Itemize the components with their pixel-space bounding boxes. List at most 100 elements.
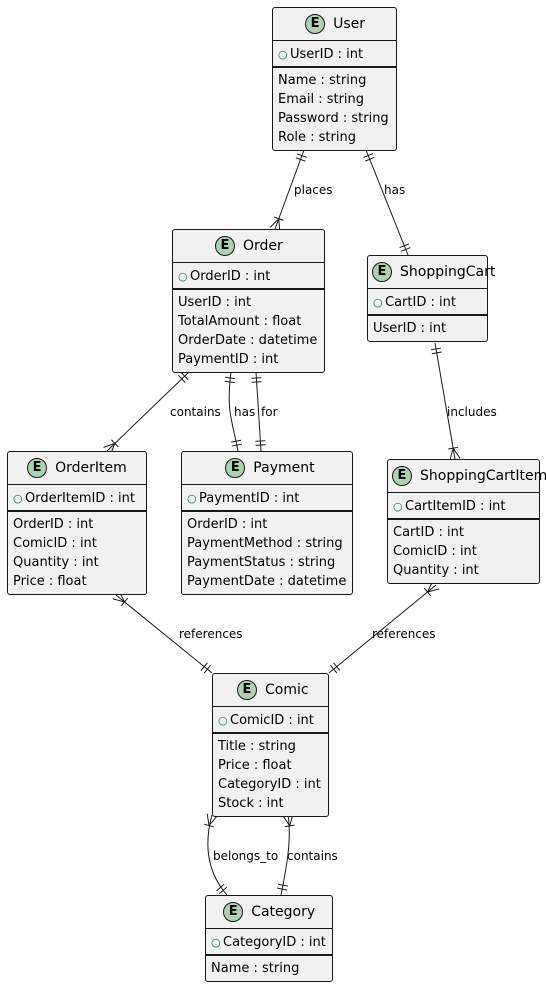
relationship-label: has [234, 405, 256, 419]
attribute-field: ComicID : int [13, 536, 97, 551]
one-cardinality-mark [284, 824, 295, 828]
one-cardinality-mark [333, 662, 341, 671]
key-marker-icon: ○ [218, 714, 228, 727]
relationship-label: references [179, 627, 243, 641]
attribute-field: Name : string [278, 73, 367, 88]
one-cardinality-mark [423, 587, 432, 597]
entity-divider [388, 492, 539, 493]
entity-divider [206, 928, 332, 929]
relationship-line [328, 584, 437, 674]
entity-keys: ○OrderItemID : int [8, 485, 146, 510]
entity-divider [213, 706, 328, 707]
entity-divider [182, 484, 352, 485]
one-cardinality-mark [363, 153, 374, 158]
one-cardinality-mark [295, 157, 306, 162]
entity-keys: ○CartItemID : int [388, 493, 539, 518]
one-cardinality-mark [224, 380, 235, 384]
attribute-field: CategoryID : int [218, 777, 321, 792]
relationship-line [228, 371, 239, 452]
entity-keys: ○OrderID : int [173, 263, 324, 288]
one-cardinality-mark [203, 665, 211, 674]
attribute-field: TotalAmount : float [178, 314, 302, 329]
entity-divider [273, 66, 396, 68]
entity-icon: E [223, 902, 244, 922]
primary-key-field: ○CategoryID : int [211, 933, 332, 952]
entity-icon: E [237, 680, 257, 700]
primary-key-field: ○CartID : int [373, 293, 487, 312]
entity-header: E Category [206, 896, 332, 928]
entity-attributes: Name : string [206, 956, 332, 981]
entity-divider [273, 40, 396, 41]
entity-header: E Comic [213, 674, 328, 706]
relationship-label: contains [170, 405, 221, 419]
many-cardinality-mark [206, 813, 210, 826]
attribute-field: Quantity : int [393, 563, 479, 578]
attribute-field: Stock : int [218, 796, 284, 811]
entity-name: ShoppingCart [400, 264, 496, 280]
entity-keys: ○UserID : int [273, 41, 396, 66]
attribute-field: UserID : int [373, 321, 447, 336]
one-cardinality-mark [231, 439, 242, 443]
entity-header: E ShoppingCart [368, 256, 495, 288]
entity-divider [8, 510, 146, 512]
entity-icon: E [372, 262, 392, 282]
many-cardinality-mark [278, 218, 281, 231]
field-text: OrderID : int [190, 269, 271, 284]
relationship-line [115, 594, 213, 674]
field-text: CategoryID : int [223, 935, 326, 950]
entity-divider [173, 288, 324, 290]
one-cardinality-mark [177, 374, 186, 383]
attribute-field: OrderDate : datetime [178, 333, 318, 348]
field-text: CartItemID : int [405, 499, 506, 514]
one-cardinality-mark [431, 351, 442, 355]
entity-icon: E [27, 458, 48, 478]
one-cardinality-mark [364, 156, 375, 162]
attribute-field: Name : string [211, 961, 300, 976]
field-text: CartID : int [385, 295, 456, 310]
field-text: PaymentID : int [199, 491, 300, 506]
one-cardinality-mark [448, 446, 459, 450]
entity-divider [8, 484, 146, 485]
relationship-label: references [372, 627, 436, 641]
many-cardinality-mark [269, 218, 280, 228]
entity-name: Comic [265, 682, 309, 698]
entity-icon: E [392, 466, 412, 486]
many-cardinality-mark [282, 815, 291, 827]
entity-name: Category [251, 904, 316, 920]
attribute-field: Role : string [278, 130, 356, 145]
one-cardinality-mark [120, 597, 129, 607]
field-text: UserID : int [290, 47, 364, 62]
entity-divider [213, 732, 328, 734]
one-cardinality-mark [255, 444, 266, 446]
attribute-field: Quantity : int [13, 555, 99, 570]
relationship-line [106, 371, 190, 452]
one-cardinality-mark [204, 823, 214, 828]
one-cardinality-mark [255, 440, 266, 442]
attribute-field: Price : float [218, 758, 292, 773]
one-cardinality-mark [277, 887, 288, 891]
relationship-label: belongs_to [213, 849, 279, 863]
attribute-field: PaymentMethod : string [187, 536, 343, 551]
one-cardinality-mark [180, 372, 189, 381]
attribute-field: Title : string [218, 739, 296, 754]
field-text: OrderItemID : int [25, 491, 135, 506]
attribute-field: ComicID : int [393, 544, 477, 559]
key-marker-icon: ○ [211, 936, 221, 949]
primary-key-field: ○OrderID : int [178, 267, 324, 286]
entity-name: Payment [253, 460, 315, 476]
entity-name: OrderItem [55, 460, 127, 476]
